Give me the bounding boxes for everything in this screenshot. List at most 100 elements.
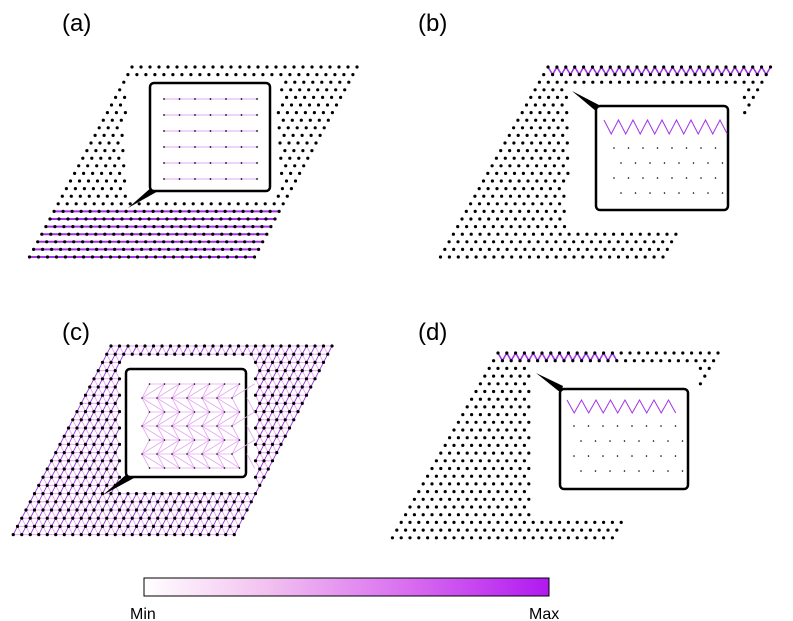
lattice-site bbox=[71, 467, 75, 471]
lattice-site bbox=[505, 490, 509, 494]
lattice-site bbox=[253, 410, 258, 414]
lattice-site bbox=[143, 225, 147, 229]
lattice-site bbox=[285, 95, 289, 99]
inset-bond bbox=[201, 411, 210, 427]
lattice-site bbox=[56, 202, 60, 206]
lattice-site bbox=[452, 505, 456, 509]
panel-b-inset-content bbox=[603, 118, 728, 194]
lattice-site bbox=[514, 397, 518, 401]
lattice-site bbox=[107, 141, 111, 145]
lattice-site bbox=[49, 524, 54, 529]
lattice-site bbox=[96, 483, 100, 487]
lattice-site bbox=[241, 352, 245, 356]
lattice-site bbox=[292, 65, 296, 69]
lattice-site bbox=[312, 111, 316, 115]
lattice-site bbox=[540, 217, 544, 221]
lattice-site bbox=[105, 467, 109, 471]
lattice-site bbox=[551, 103, 555, 107]
lattice-site bbox=[189, 255, 194, 259]
lattice-site bbox=[48, 217, 52, 221]
lattice-site bbox=[642, 177, 644, 179]
lattice-site bbox=[412, 513, 416, 517]
lattice-site bbox=[309, 369, 313, 373]
lattice-site bbox=[509, 209, 513, 213]
lattice-site bbox=[486, 171, 490, 175]
lattice-site bbox=[73, 171, 77, 175]
lattice-site bbox=[134, 225, 138, 229]
lattice-site bbox=[178, 146, 181, 148]
lattice-site bbox=[505, 443, 509, 447]
lattice-site bbox=[79, 418, 83, 422]
lattice-site bbox=[178, 130, 181, 132]
lattice-site bbox=[635, 80, 639, 84]
lattice-site bbox=[274, 65, 278, 69]
lattice-site bbox=[678, 192, 680, 194]
inset-bond bbox=[171, 397, 180, 413]
lattice-site bbox=[95, 247, 99, 251]
lattice-site bbox=[168, 344, 173, 348]
lattice-site bbox=[100, 171, 104, 175]
lattice-site bbox=[129, 217, 133, 221]
lattice-site bbox=[756, 88, 760, 92]
lattice-site bbox=[590, 65, 595, 69]
colorbar-gradient bbox=[143, 577, 550, 597]
lattice-site bbox=[469, 247, 474, 251]
lattice-site bbox=[526, 164, 530, 168]
lattice-site bbox=[333, 73, 337, 77]
lattice-site bbox=[280, 103, 285, 107]
lattice-site bbox=[555, 65, 559, 69]
lattice-site bbox=[448, 497, 452, 501]
panel-a-label: (a) bbox=[62, 10, 91, 37]
lattice-site bbox=[236, 202, 240, 206]
lattice-site bbox=[113, 385, 117, 389]
colorbar-max-label: Max bbox=[529, 606, 559, 621]
lattice-site bbox=[531, 217, 535, 221]
lattice-site bbox=[240, 114, 243, 116]
lattice-site bbox=[603, 232, 607, 236]
lattice-site bbox=[257, 247, 261, 251]
lattice-site bbox=[320, 80, 324, 84]
lattice-site bbox=[143, 492, 147, 496]
lattice-site bbox=[227, 202, 231, 206]
lattice-site bbox=[404, 528, 408, 532]
lattice-site bbox=[100, 360, 105, 364]
lattice-site bbox=[209, 130, 212, 132]
lattice-site bbox=[602, 351, 606, 355]
lattice-site bbox=[634, 162, 637, 164]
lattice-site bbox=[514, 520, 518, 525]
lattice-site bbox=[192, 217, 196, 221]
lattice-site bbox=[241, 209, 245, 213]
lattice-site bbox=[171, 240, 175, 244]
lattice-site bbox=[278, 141, 282, 145]
lattice-site bbox=[173, 500, 177, 504]
lattice-site bbox=[281, 118, 285, 122]
lattice-site bbox=[514, 351, 518, 355]
lattice-site bbox=[443, 474, 447, 478]
lattice-site bbox=[609, 80, 613, 84]
lattice-site bbox=[500, 240, 505, 244]
lattice-site bbox=[308, 118, 312, 122]
lattice-site bbox=[483, 513, 487, 517]
lattice-site bbox=[83, 410, 88, 414]
lattice-site bbox=[220, 65, 224, 69]
lattice-site bbox=[588, 528, 593, 532]
lattice-site bbox=[102, 217, 106, 221]
lattice-site bbox=[82, 187, 86, 191]
lattice-site bbox=[245, 508, 249, 512]
lattice-site bbox=[189, 240, 193, 244]
lattice-site bbox=[330, 95, 334, 99]
lattice-site bbox=[461, 536, 465, 540]
lattice-site bbox=[544, 209, 549, 213]
lattice-site bbox=[566, 536, 571, 540]
lattice-site bbox=[527, 209, 531, 213]
lattice-site bbox=[496, 217, 500, 221]
lattice-site bbox=[478, 247, 482, 251]
lattice-site bbox=[768, 65, 773, 69]
lattice-site bbox=[509, 359, 513, 363]
lattice-site bbox=[600, 80, 604, 84]
lattice-site bbox=[307, 88, 311, 92]
inset-bond bbox=[156, 425, 180, 441]
lattice-site bbox=[551, 118, 556, 122]
lattice-site bbox=[565, 141, 569, 145]
lattice-site bbox=[500, 209, 504, 213]
